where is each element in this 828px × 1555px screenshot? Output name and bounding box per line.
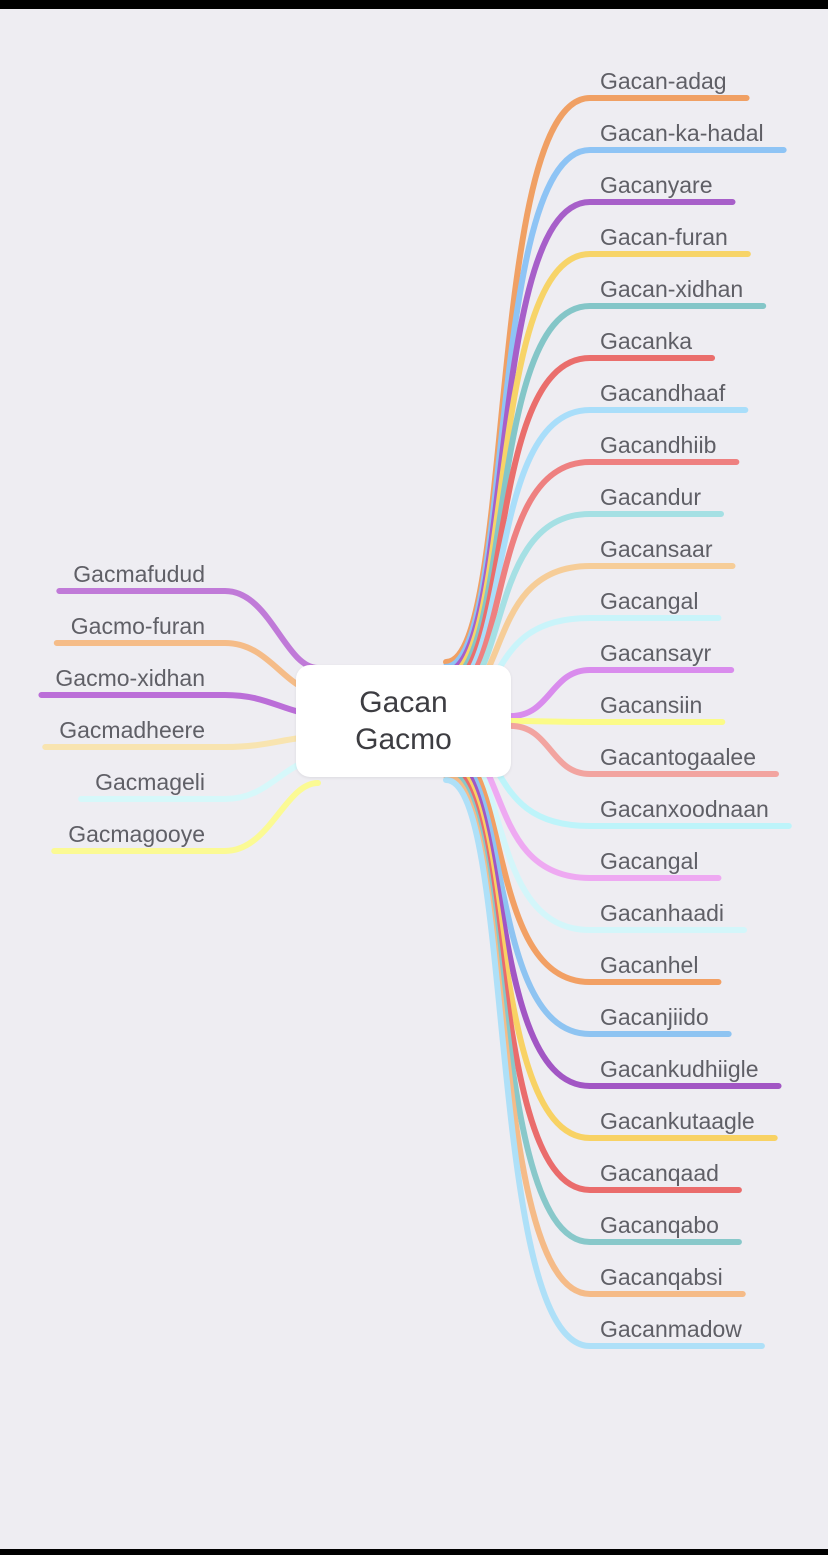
left-branch-label[interactable]: Gacmadheere xyxy=(59,717,205,743)
left-branch-label[interactable]: Gacmafudud xyxy=(73,561,205,587)
right-branch-label[interactable]: Gacan-ka-hadal xyxy=(600,120,764,146)
right-branch-label[interactable]: Gacan-furan xyxy=(600,224,728,250)
right-branch-label[interactable]: Gacanqabsi xyxy=(600,1264,723,1290)
root-topic-node[interactable]: Gacan Gacmo xyxy=(296,665,511,777)
branch-labels: Gacan-adagGacan-ka-hadalGacanyareGacan-f… xyxy=(55,68,768,1342)
left-branch-label[interactable]: Gacmo-xidhan xyxy=(55,665,205,691)
right-branch-label[interactable]: Gacandhaaf xyxy=(600,380,726,406)
right-branch-label[interactable]: Gacangal xyxy=(600,588,698,614)
right-branch-label[interactable]: Gacanxoodnaan xyxy=(600,796,769,822)
right-branch-line xyxy=(507,718,726,725)
right-branch-label[interactable]: Gacangal xyxy=(600,848,698,874)
right-branch-line xyxy=(507,667,735,720)
status-bar xyxy=(0,0,828,9)
right-branch-label[interactable]: Gacanhaadi xyxy=(600,900,724,926)
root-topic-line1: Gacan xyxy=(359,686,448,719)
right-branch-label[interactable]: Gacanmadow xyxy=(600,1316,742,1342)
right-branch-label[interactable]: Gacankutaagle xyxy=(600,1108,755,1134)
left-branch-line xyxy=(56,588,321,671)
left-branch-line xyxy=(38,692,321,717)
right-branch-label[interactable]: Gacanqabo xyxy=(600,1212,719,1238)
right-branch-label[interactable]: Gacankudhiigle xyxy=(600,1056,759,1082)
left-branch-label[interactable]: Gacmo-furan xyxy=(71,613,205,639)
right-branch-label[interactable]: Gacanka xyxy=(600,328,692,354)
root-topic-line2: Gacmo xyxy=(355,723,452,756)
left-branch-label[interactable]: Gacmageli xyxy=(95,769,205,795)
right-branch-label[interactable]: Gacansiin xyxy=(600,692,702,718)
left-branch-line xyxy=(51,780,321,854)
right-branch-label[interactable]: Gacanqaad xyxy=(600,1160,719,1186)
right-branch-label[interactable]: Gacanyare xyxy=(600,172,713,198)
right-branch-label[interactable]: Gacansaar xyxy=(600,536,713,562)
right-branch-label[interactable]: Gacan-adag xyxy=(600,68,727,94)
navigation-bar xyxy=(0,1549,828,1555)
right-branch-label[interactable]: Gacanjiido xyxy=(600,1004,709,1030)
right-branch-line xyxy=(507,722,780,777)
right-branch-label[interactable]: Gacandur xyxy=(600,484,701,510)
right-branch-line xyxy=(441,303,767,685)
right-branch-label[interactable]: Gacanhel xyxy=(600,952,698,978)
right-branch-label[interactable]: Gacan-xidhan xyxy=(600,276,743,302)
right-branch-label[interactable]: Gacansayr xyxy=(600,640,712,666)
right-branch-line xyxy=(443,777,765,1349)
right-branch-label[interactable]: Gacantogaalee xyxy=(600,744,756,770)
left-branch-label[interactable]: Gacmagooye xyxy=(68,821,205,847)
right-branch-label[interactable]: Gacandhiib xyxy=(600,432,716,458)
